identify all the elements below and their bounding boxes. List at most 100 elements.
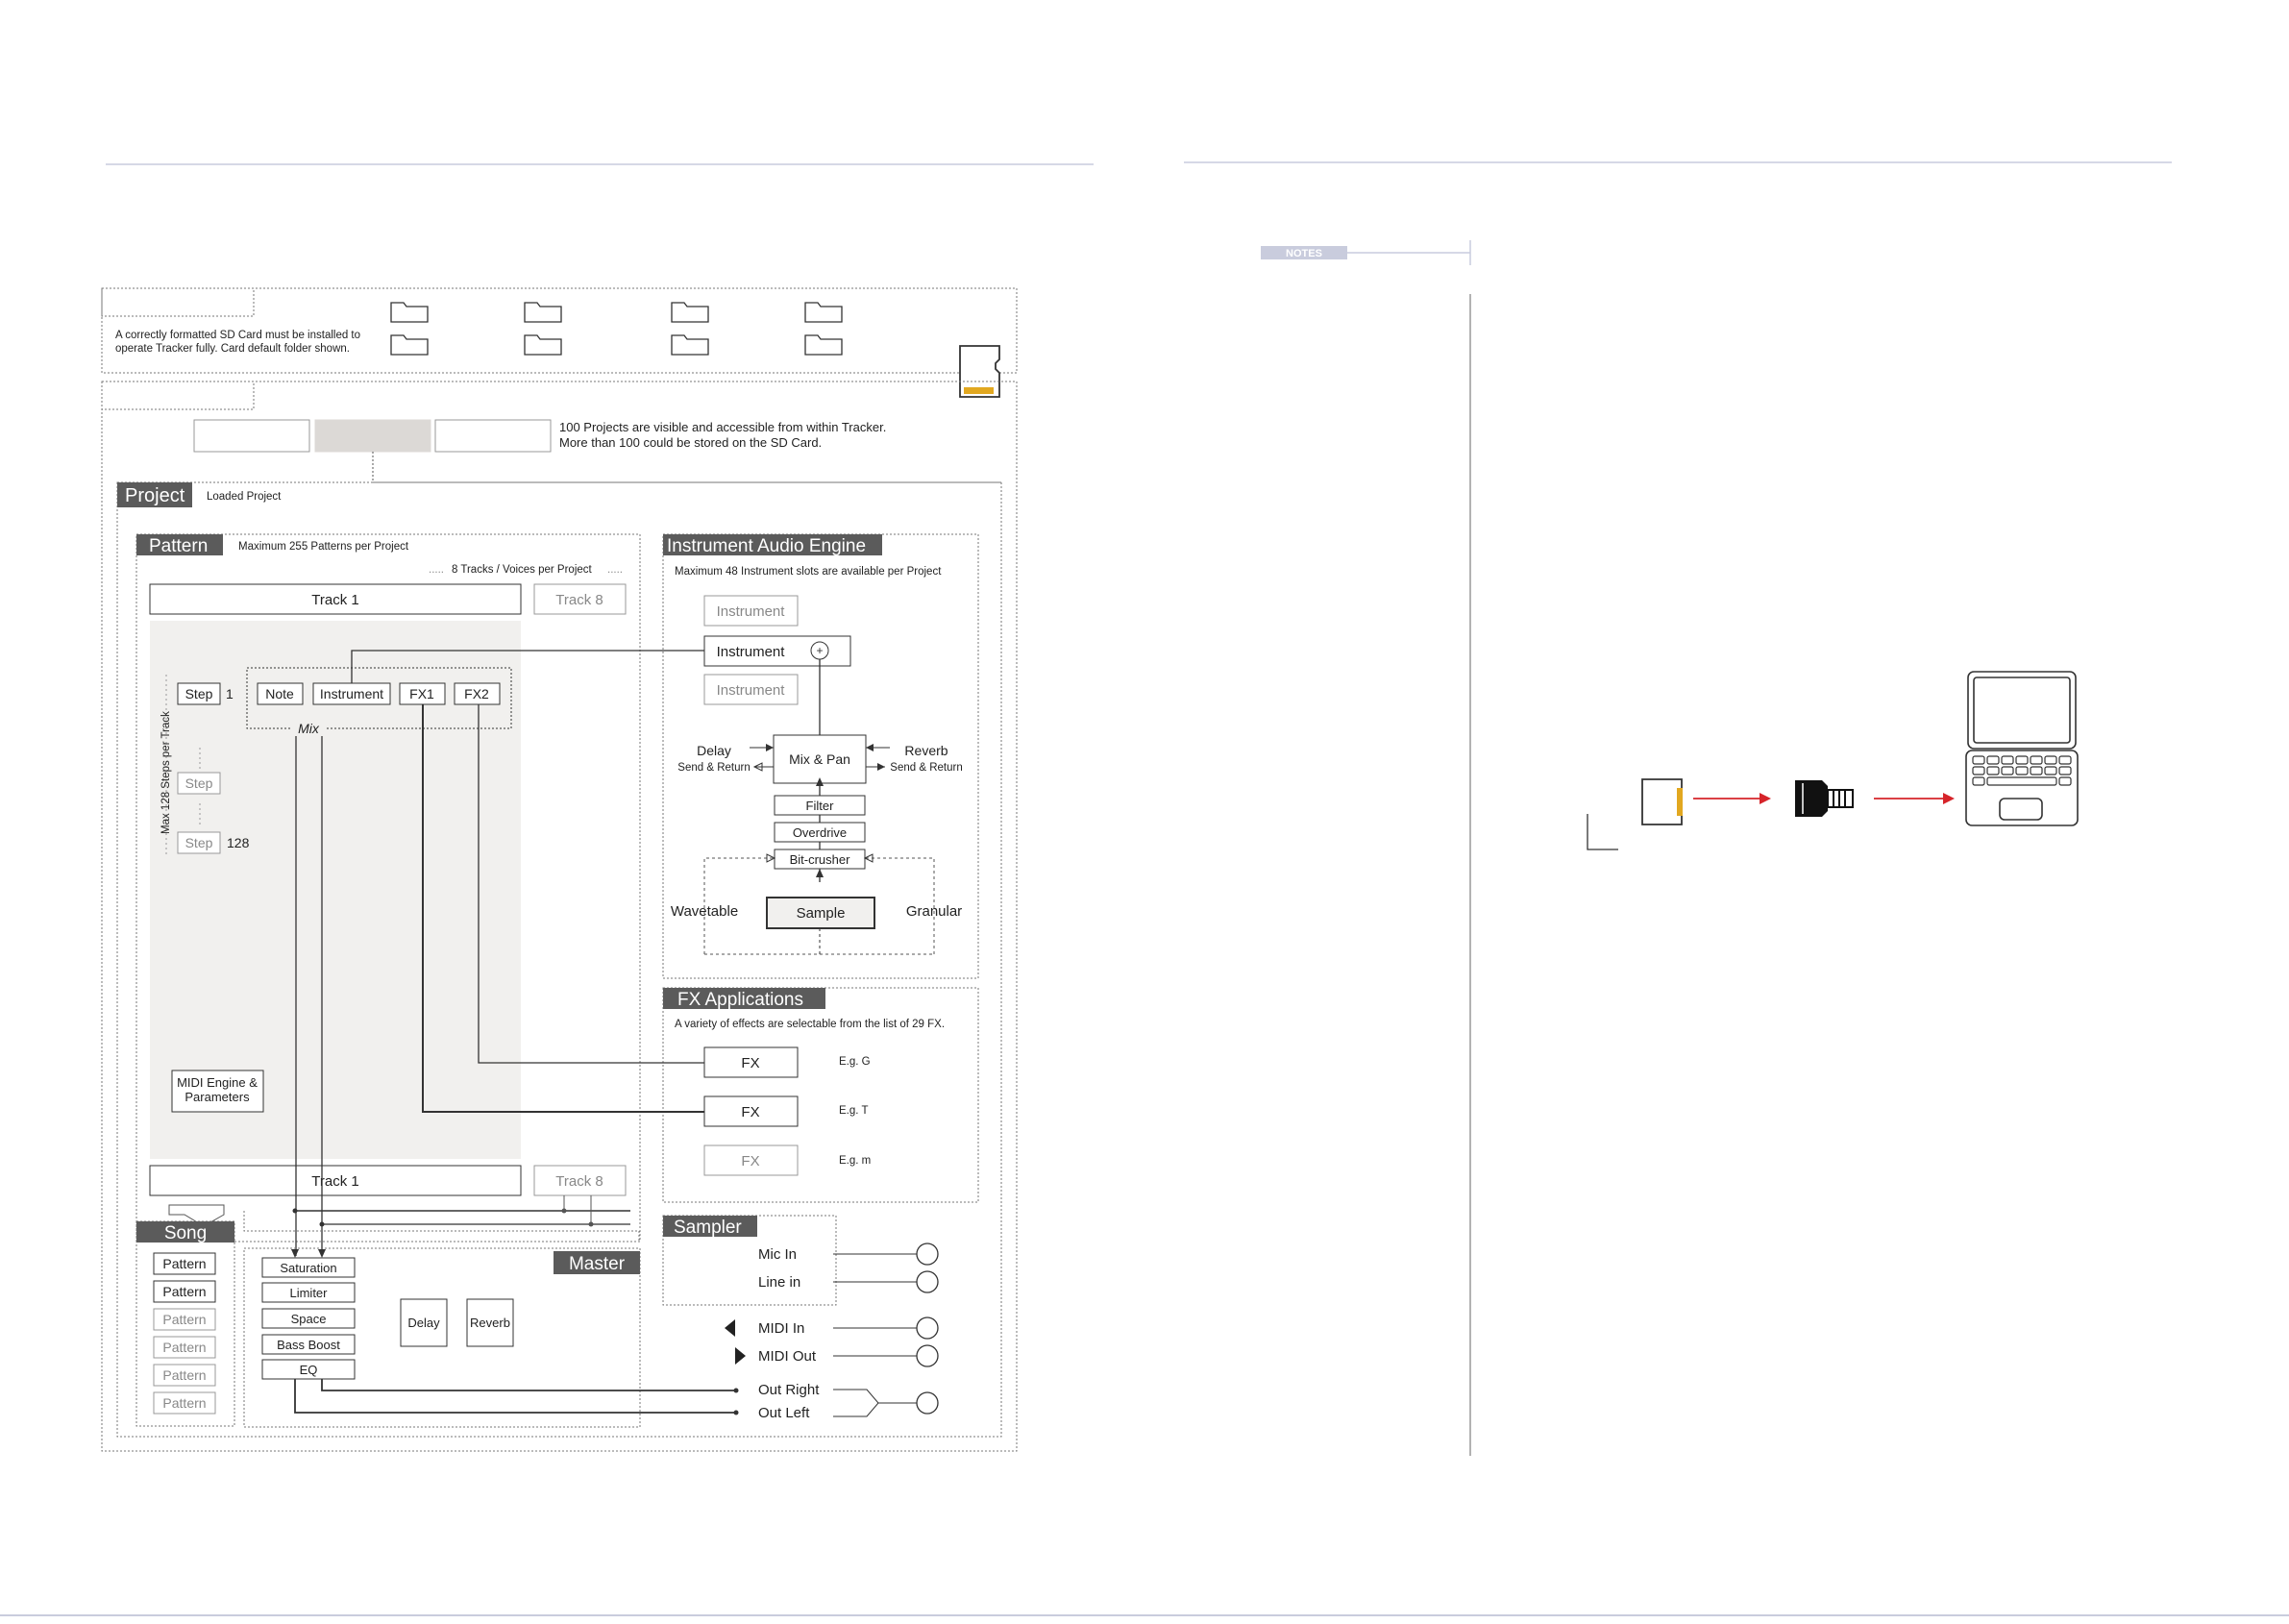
notes-tab bbox=[1261, 246, 1347, 259]
midi-engine-box[interactable] bbox=[171, 1070, 264, 1113]
svg-text:FX2: FX2 bbox=[464, 686, 489, 701]
eq-box[interactable] bbox=[261, 1359, 356, 1380]
svg-text:Step: Step bbox=[185, 686, 213, 701]
project-subtitle: Loaded Project bbox=[207, 491, 282, 503]
project-title: Project bbox=[125, 485, 185, 506]
projects-frame bbox=[101, 381, 1018, 1452]
svg-text:Track 8: Track 8 bbox=[555, 1173, 603, 1190]
song-pattern[interactable] bbox=[153, 1308, 216, 1331]
sd-note-line2: operate Tracker fully. Card default fold… bbox=[115, 343, 350, 355]
sd-note-line1: A correctly formatted SD Card must be in… bbox=[115, 330, 360, 341]
pattern-subtitle: Maximum 255 Patterns per Project bbox=[238, 541, 409, 553]
mix-pan-box[interactable] bbox=[773, 734, 867, 784]
instrument-slot[interactable] bbox=[703, 674, 799, 705]
fx-slot[interactable] bbox=[703, 1046, 799, 1078]
out-right-label: Out Right bbox=[758, 1382, 820, 1398]
svg-text:1: 1 bbox=[226, 686, 234, 701]
svg-text:Pattern: Pattern bbox=[162, 1340, 206, 1355]
fx-subtitle: A variety of effects are selectable from… bbox=[675, 1019, 945, 1030]
project-slot[interactable] bbox=[193, 419, 310, 453]
master-reverb-box[interactable] bbox=[466, 1298, 514, 1347]
filter-box[interactable] bbox=[774, 795, 866, 816]
svg-text:Instrument: Instrument bbox=[320, 686, 383, 701]
svg-text:EQ: EQ bbox=[300, 1363, 318, 1377]
notes-label: NOTES bbox=[1286, 248, 1322, 259]
step-1[interactable] bbox=[177, 682, 221, 705]
sample-box[interactable] bbox=[766, 897, 875, 929]
audio-out-jack-icon bbox=[916, 1391, 939, 1415]
svg-text:.....: ..... bbox=[429, 564, 444, 576]
midi-out-jack-icon bbox=[916, 1344, 939, 1367]
mix-label: Mix bbox=[298, 721, 320, 736]
svg-text:Saturation: Saturation bbox=[280, 1261, 336, 1275]
song-pattern[interactable] bbox=[153, 1336, 216, 1359]
folder-icon bbox=[390, 302, 429, 323]
song-pattern[interactable] bbox=[153, 1364, 216, 1387]
svg-text:Bass Boost: Bass Boost bbox=[277, 1338, 340, 1352]
song-pattern[interactable] bbox=[153, 1252, 216, 1275]
pattern-frame bbox=[135, 533, 641, 1243]
midi-out-label: MIDI Out bbox=[758, 1348, 817, 1365]
fx2-column[interactable] bbox=[454, 682, 501, 705]
master-frame bbox=[243, 1247, 641, 1428]
instrument-engine-title: Instrument Audio Engine bbox=[667, 536, 866, 556]
svg-text:Sample: Sample bbox=[797, 905, 846, 922]
song-pattern[interactable] bbox=[153, 1280, 216, 1303]
limiter-box[interactable] bbox=[261, 1282, 356, 1303]
master-delay-box[interactable] bbox=[400, 1298, 448, 1347]
steps-per-track-label: Max 128 Steps per Track bbox=[160, 711, 172, 834]
track-steps-panel bbox=[150, 621, 521, 1159]
svg-text:FX1: FX1 bbox=[409, 686, 434, 701]
folder-icon bbox=[671, 334, 709, 356]
master-title: Master bbox=[569, 1254, 626, 1274]
midi-in-jack-icon bbox=[916, 1316, 939, 1340]
svg-text:E.g. G: E.g. G bbox=[839, 1056, 871, 1068]
svg-text:Send & Return: Send & Return bbox=[890, 762, 962, 774]
fx-slot[interactable] bbox=[703, 1144, 799, 1176]
song-pattern[interactable] bbox=[153, 1391, 216, 1415]
reverb-label: Reverb bbox=[904, 743, 948, 758]
overdrive-box[interactable] bbox=[774, 822, 866, 843]
svg-text:Pattern: Pattern bbox=[162, 1256, 206, 1271]
song-title: Song bbox=[164, 1223, 207, 1243]
svg-text:Limiter: Limiter bbox=[289, 1286, 328, 1300]
svg-text:Send & Return: Send & Return bbox=[677, 762, 750, 774]
step-mid[interactable] bbox=[177, 772, 221, 795]
granular-label: Granular bbox=[906, 903, 962, 920]
folder-icon bbox=[524, 334, 562, 356]
svg-text:Overdrive: Overdrive bbox=[793, 825, 847, 840]
svg-text:Space: Space bbox=[291, 1312, 327, 1326]
track-8-bottom[interactable] bbox=[533, 1165, 627, 1196]
project-slot-selected[interactable] bbox=[314, 419, 431, 453]
track-8-top[interactable] bbox=[533, 583, 627, 615]
step-128[interactable] bbox=[177, 831, 221, 854]
note-column[interactable] bbox=[257, 682, 304, 705]
svg-text:Mix & Pan: Mix & Pan bbox=[789, 751, 850, 767]
svg-text:Instrument: Instrument bbox=[717, 603, 786, 620]
track-1-top[interactable] bbox=[149, 583, 522, 615]
mic-in-label: Mic In bbox=[758, 1246, 797, 1263]
space-box[interactable] bbox=[261, 1308, 356, 1329]
svg-text:.....: ..... bbox=[607, 564, 623, 576]
svg-text:Track 8: Track 8 bbox=[555, 592, 603, 608]
svg-text:Pattern: Pattern bbox=[162, 1312, 206, 1327]
folder-icon bbox=[390, 334, 429, 356]
svg-text:Step: Step bbox=[185, 835, 213, 850]
fx-title: FX Applications bbox=[677, 990, 803, 1010]
svg-text:Parameters: Parameters bbox=[185, 1090, 250, 1104]
out-left-label: Out Left bbox=[758, 1405, 810, 1421]
bass-boost-box[interactable] bbox=[261, 1334, 356, 1355]
projects-note-line1: 100 Projects are visible and accessible … bbox=[559, 420, 886, 434]
svg-text:MIDI Engine &: MIDI Engine & bbox=[177, 1075, 258, 1090]
svg-text:E.g. m: E.g. m bbox=[839, 1155, 871, 1167]
svg-text:128: 128 bbox=[227, 835, 250, 850]
wavetable-label: Wavetable bbox=[671, 903, 738, 920]
sampler-title: Sampler bbox=[674, 1218, 742, 1238]
folder-icon bbox=[524, 302, 562, 323]
project-slot[interactable] bbox=[434, 419, 552, 453]
track-1-bottom[interactable] bbox=[149, 1165, 522, 1196]
svg-text:+: + bbox=[816, 644, 823, 657]
instrument-slot[interactable] bbox=[703, 595, 799, 627]
saturation-box[interactable] bbox=[261, 1257, 356, 1278]
